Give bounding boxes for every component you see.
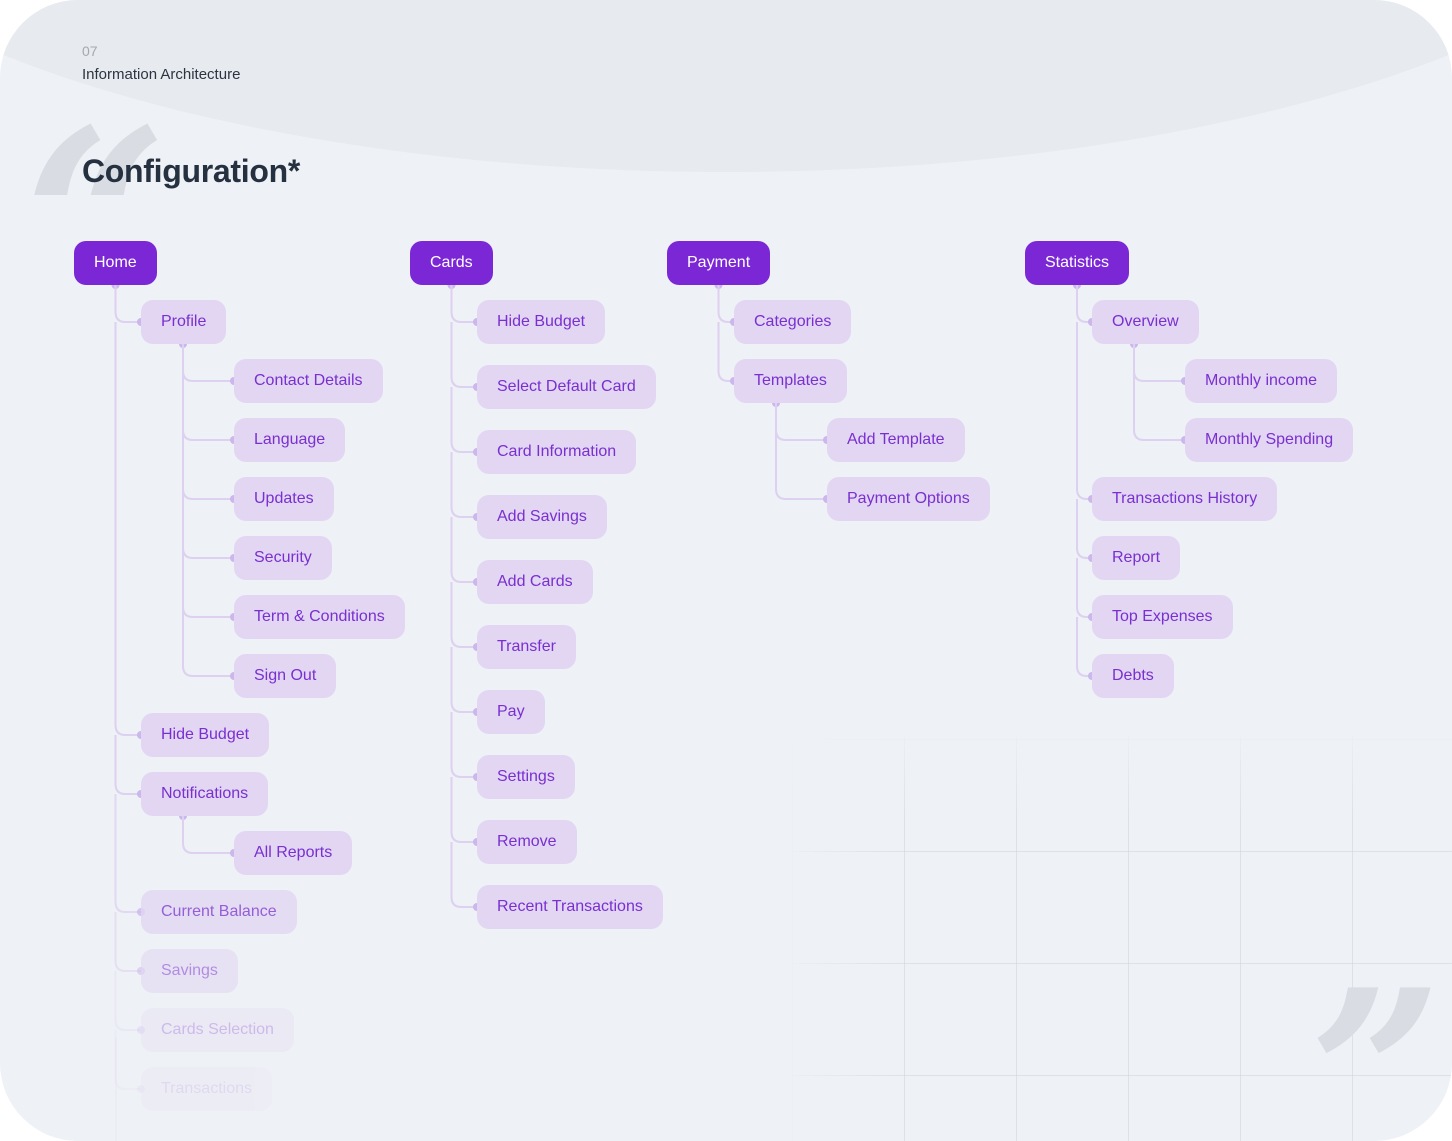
- connector-elbow: [114, 1030, 141, 1090]
- connector-elbow: [114, 322, 141, 736]
- connector-elbow: [114, 794, 141, 913]
- node-notifications-all-reports[interactable]: All Reports: [234, 831, 353, 875]
- node-statistics-debts[interactable]: Debts: [1092, 654, 1174, 698]
- page-title: Configuration*: [82, 153, 300, 189]
- node-cards-pay[interactable]: Pay: [477, 690, 545, 734]
- connector-elbow: [717, 285, 734, 323]
- connector-elbow: [182, 816, 234, 854]
- connector-elbow: [1076, 285, 1092, 323]
- connector-elbow: [450, 517, 477, 583]
- node-profile-language[interactable]: Language: [234, 418, 346, 462]
- connector-elbow: [450, 322, 477, 388]
- node-templates-add-template[interactable]: Add Template: [827, 418, 965, 462]
- node-templates-payment-options[interactable]: Payment Options: [827, 477, 990, 521]
- connector-elbow: [114, 735, 141, 795]
- node-payment-categories[interactable]: Categories: [734, 300, 852, 344]
- connector-elbow: [182, 487, 234, 559]
- root-node-payment[interactable]: Payment: [667, 241, 771, 285]
- close-quote-icon: ”: [1310, 940, 1443, 1141]
- node-cards-add-cards[interactable]: Add Cards: [477, 560, 593, 604]
- node-payment-templates[interactable]: Templates: [734, 359, 847, 403]
- connector-elbow: [450, 647, 477, 713]
- connector-elbow: [1133, 369, 1185, 441]
- connector-elbow: [1133, 344, 1185, 382]
- node-cards-remove[interactable]: Remove: [477, 820, 577, 864]
- section-number: 07: [82, 43, 98, 59]
- connector-elbow: [450, 712, 477, 778]
- node-statistics-top-expenses[interactable]: Top Expenses: [1092, 595, 1233, 639]
- node-cards-transfer[interactable]: Transfer: [477, 625, 576, 669]
- connector-elbow: [1076, 322, 1092, 500]
- node-cards-card-information[interactable]: Card Information: [477, 430, 637, 474]
- connector-elbow: [1076, 558, 1092, 618]
- connector-elbow: [182, 344, 234, 382]
- node-cards-add-savings[interactable]: Add Savings: [477, 495, 607, 539]
- node-home-transactions[interactable]: Transactions: [141, 1067, 272, 1111]
- node-statistics-transactions-history[interactable]: Transactions History: [1092, 477, 1278, 521]
- node-home-profile[interactable]: Profile: [141, 300, 227, 344]
- node-cards-select-default-card[interactable]: Select Default Card: [477, 365, 656, 409]
- node-home-notifications[interactable]: Notifications: [141, 772, 269, 816]
- connector-dot: [137, 1085, 145, 1093]
- node-home-savings[interactable]: Savings: [141, 949, 238, 993]
- node-profile-security[interactable]: Security: [234, 536, 332, 580]
- connector-elbow: [450, 285, 477, 323]
- connector-dot: [137, 1026, 145, 1034]
- node-cards-settings[interactable]: Settings: [477, 755, 575, 799]
- node-cards-recent-transactions[interactable]: Recent Transactions: [477, 885, 663, 929]
- grid-fade-top: [780, 725, 1452, 815]
- connector-elbow: [1076, 499, 1092, 559]
- connector-elbow: [114, 971, 141, 1031]
- connector-elbow: [182, 605, 234, 677]
- connector-elbow: [182, 546, 234, 618]
- root-node-cards[interactable]: Cards: [410, 241, 493, 285]
- connector-elbow: [450, 777, 477, 843]
- root-node-home[interactable]: Home: [74, 241, 157, 285]
- node-profile-updates[interactable]: Updates: [234, 477, 334, 521]
- connector-elbow: [114, 912, 141, 972]
- node-statistics-overview[interactable]: Overview: [1092, 300, 1199, 344]
- node-overview-monthly-income[interactable]: Monthly income: [1185, 359, 1338, 403]
- connector-elbow: [450, 842, 477, 908]
- connector-elbow: [450, 452, 477, 518]
- connector-elbow: [450, 387, 477, 453]
- connector-elbow: [775, 403, 827, 441]
- node-profile-contact-details[interactable]: Contact Details: [234, 359, 383, 403]
- node-home-hide-budget[interactable]: Hide Budget: [141, 713, 270, 757]
- connector-elbow: [114, 285, 141, 323]
- connector-elbow: [182, 369, 234, 441]
- connector-elbow: [717, 322, 734, 382]
- node-profile-term-and-conditions[interactable]: Term & Conditions: [234, 595, 405, 639]
- node-home-current-balance[interactable]: Current Balance: [141, 890, 297, 934]
- node-overview-monthly-spending[interactable]: Monthly Spending: [1185, 418, 1354, 462]
- section-name: Information Architecture: [82, 66, 241, 83]
- root-node-statistics[interactable]: Statistics: [1025, 241, 1130, 285]
- connector-elbow: [1076, 617, 1092, 677]
- connector-elbow: [450, 582, 477, 648]
- node-home-cards-selection[interactable]: Cards Selection: [141, 1008, 294, 1052]
- connector-elbow: [775, 428, 827, 500]
- node-profile-sign-out[interactable]: Sign Out: [234, 654, 337, 698]
- connector-elbow: [182, 428, 234, 500]
- node-statistics-report[interactable]: Report: [1092, 536, 1181, 580]
- node-cards-hide-budget[interactable]: Hide Budget: [477, 300, 606, 344]
